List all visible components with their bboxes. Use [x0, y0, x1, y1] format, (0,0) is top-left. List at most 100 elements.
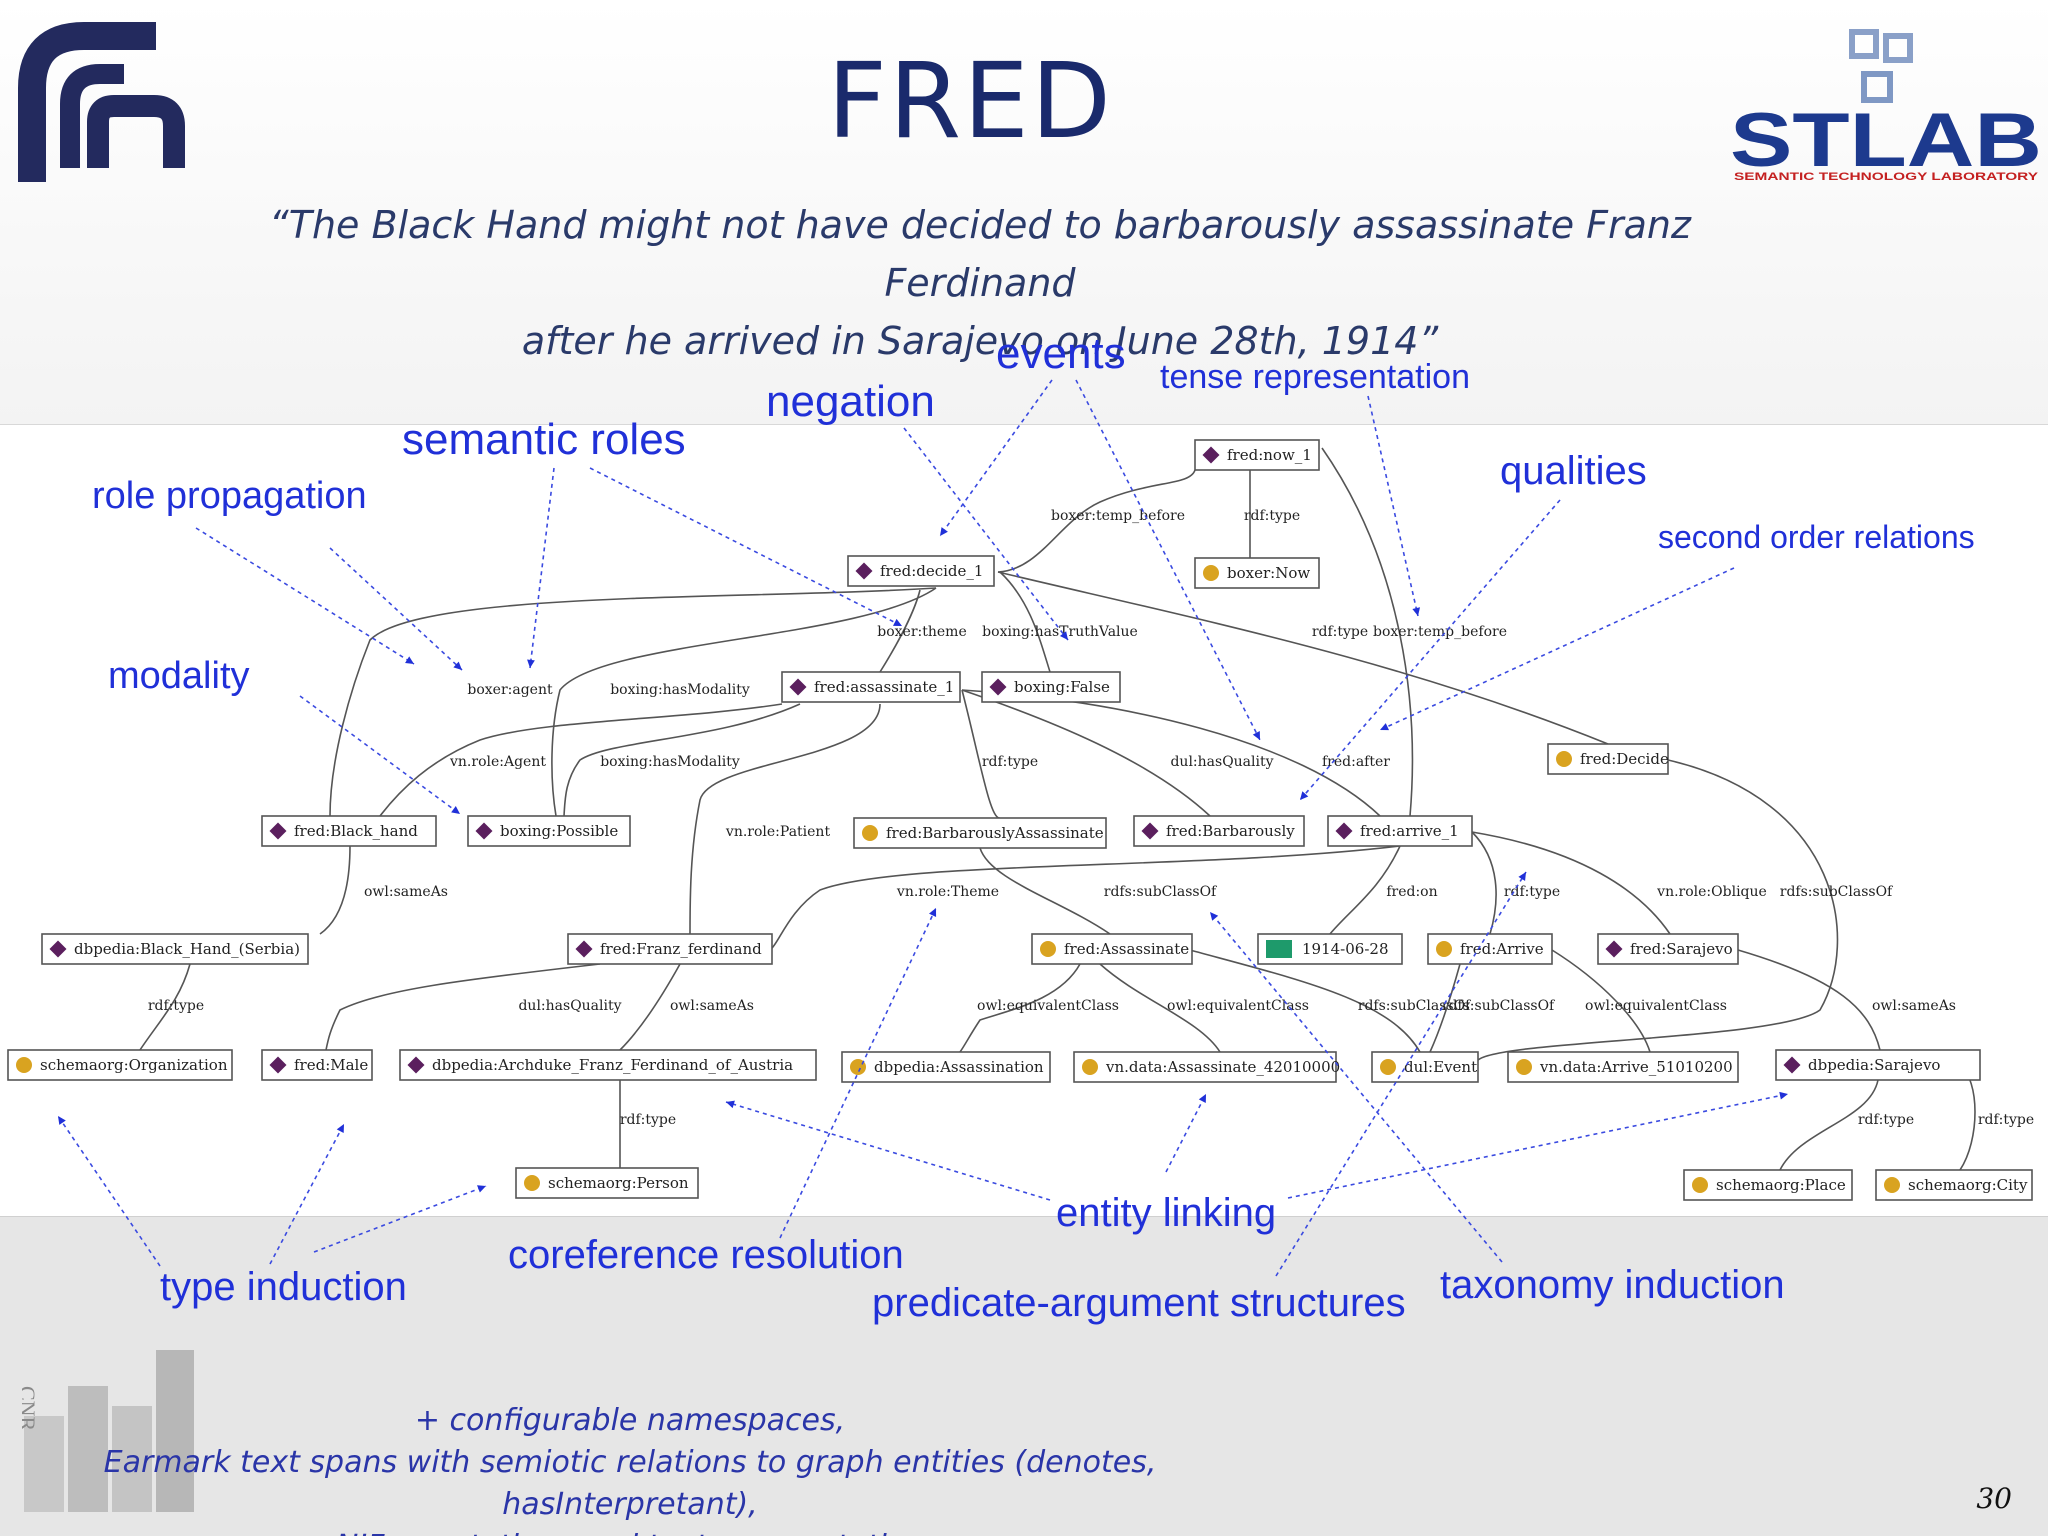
edge-label-e19: rdf:type — [1504, 884, 1560, 900]
node-label: boxing:Possible — [500, 822, 618, 840]
node-label: dbpedia:Assassination — [874, 1058, 1044, 1076]
node-label: fred:Male — [294, 1056, 368, 1074]
node-male: fred:Male — [261, 1049, 373, 1081]
node-place: schemaorg:Place — [1683, 1169, 1853, 1201]
individual-marker-icon — [49, 940, 67, 958]
node-label: schemaorg:City — [1908, 1176, 2028, 1194]
graph-edge-e5: rdf:type — [997, 571, 1609, 745]
node-label: dbpedia:Archduke_Franz_Ferdinand_of_Aust… — [432, 1056, 793, 1074]
footer-line-3: NIF annotations and text segmentation — [0, 1526, 1260, 1536]
edge-label-e11: vn.role:Patient — [725, 824, 831, 840]
edge-label-e17: rdfs:subClassOf — [1104, 884, 1218, 900]
edge-label-e7: boxer:agent — [467, 682, 553, 698]
class-marker-icon — [1203, 565, 1219, 581]
annotation-label: type induction — [160, 1265, 407, 1309]
graph-edge-e15: owl:sameAs — [319, 845, 448, 935]
graph-edge-e22: rdf:type — [139, 963, 204, 1051]
graph-edge-e7: boxer:agent — [329, 587, 937, 817]
node-label: fred:Assassinate — [1064, 940, 1189, 958]
arrowhead-icon — [1779, 1091, 1788, 1100]
class-marker-icon — [1082, 1059, 1098, 1075]
edge-label-e26: owl:equivalentClass — [1167, 998, 1309, 1014]
annotation-a11: type induction — [57, 1115, 487, 1309]
node-date: 1914-06-28 — [1257, 933, 1403, 965]
edge-label-e8: boxing:hasModality — [610, 682, 750, 698]
graph-edge-e26: owl:equivalentClass — [1099, 963, 1309, 1053]
node-person: schemaorg:Person — [515, 1167, 699, 1199]
graph-edge-e4: boxing:hasTruthValue — [982, 571, 1138, 673]
individual-marker-icon — [789, 678, 807, 696]
arrowhead-icon — [893, 618, 902, 626]
arrowhead-icon — [1059, 631, 1068, 640]
edge-label-e20: vn.role:Oblique — [1656, 884, 1767, 900]
footer-line-2: Earmark text spans with semiotic relatio… — [103, 1445, 1157, 1522]
node-fredAssassinate: fred:Assassinate — [1031, 933, 1193, 965]
individual-marker-icon — [475, 822, 493, 840]
arrowhead-icon — [1210, 912, 1219, 921]
node-dulEvent: dul:Event — [1371, 1051, 1479, 1083]
node-label: dbpedia:Sarajevo — [1808, 1056, 1940, 1074]
literal-marker-icon — [1266, 940, 1292, 958]
node-label: fred:now_1 — [1227, 446, 1312, 464]
node-label: fred:assassinate_1 — [814, 678, 954, 696]
annotation-label: events — [996, 329, 1126, 378]
arrowhead-icon — [726, 1100, 735, 1109]
edge-label-e10: boxing:hasModality — [600, 754, 740, 770]
graph-edge-e18: fred:on — [1329, 845, 1438, 935]
footer-notes: + configurable namespaces, Earmark text … — [0, 1400, 1260, 1536]
node-label: schemaorg:Organization — [40, 1056, 228, 1074]
annotation-a7: second order relations — [1379, 519, 1975, 731]
class-marker-icon — [1436, 941, 1452, 957]
annotation-a10: coreference resolution — [508, 907, 937, 1277]
arrowhead-icon — [451, 806, 460, 814]
graph-edge-e20: vn.role:Oblique — [1471, 831, 1767, 935]
annotation-a1: events — [939, 329, 1261, 741]
annotation-a2: tense representation — [1160, 358, 1470, 617]
edge-label-e13: dul:hasQuality — [1170, 754, 1273, 770]
arrowhead-icon — [1300, 791, 1309, 800]
node-possible: boxing:Possible — [467, 815, 631, 847]
annotation-label: entity linking — [1056, 1191, 1276, 1235]
node-blackHand: fred:Black_hand — [261, 815, 437, 847]
edge-label-e32: rdf:type — [1858, 1112, 1914, 1128]
class-marker-icon — [1040, 941, 1056, 957]
node-label: fred:Black_hand — [294, 822, 418, 840]
node-dbpSarajevo: dbpedia:Sarajevo — [1775, 1049, 1981, 1081]
graph-edge-e3: boxer:theme — [877, 589, 967, 673]
edge-label-e2: rdf:type — [1244, 508, 1300, 524]
edge-label-e1: boxer:temp_before — [1051, 508, 1185, 524]
graph-edge-e23: dul:hasQuality — [325, 963, 622, 1051]
node-barbAssassinate: fred:BarbarouslyAssassinate — [853, 817, 1107, 849]
graph-edge-e9: vn.role:Agent — [379, 703, 783, 817]
node-boxingFalse: boxing:False — [981, 671, 1121, 703]
node-label: fred:arrive_1 — [1360, 822, 1459, 840]
annotation-label: coreference resolution — [508, 1233, 904, 1277]
edge-label-e15: owl:sameAs — [364, 884, 448, 900]
annotation-a4: semantic roles — [402, 415, 903, 669]
annotation-label: qualities — [1500, 449, 1647, 493]
edge-label-e16: vn.role:Theme — [896, 884, 999, 900]
graph-edge-e28: rdfs:subClassOf — [1429, 963, 1556, 1053]
edge-label-e24: owl:sameAs — [670, 998, 754, 1014]
arrowhead-icon — [1412, 607, 1421, 616]
edge-label-e4: boxing:hasTruthValue — [982, 624, 1138, 640]
graph-edge-e16: vn.role:Theme — [771, 845, 1401, 949]
arrowhead-icon — [477, 1185, 486, 1193]
annotation-label: role propagation — [92, 475, 367, 517]
node-barbarously: fred:Barbarously — [1133, 815, 1305, 847]
graph-edge-e30: owl:sameAs — [1737, 949, 1956, 1051]
edge-label-e23: dul:hasQuality — [518, 998, 621, 1014]
annotation-a9: entity linking — [725, 1091, 1789, 1235]
edge-label-e21: rdfs:subClassOf — [1780, 884, 1894, 900]
graph-edge-e33: rdf:type — [1959, 1065, 2034, 1171]
istc-logo: CNR — [22, 1350, 194, 1512]
class-marker-icon — [1556, 751, 1572, 767]
annotation-label: second order relations — [1658, 519, 1975, 555]
individual-marker-icon — [855, 562, 873, 580]
istc-logo-text: CNR — [22, 1386, 40, 1432]
edge-label-e29: owl:equivalentClass — [1585, 998, 1727, 1014]
edge-label-e9: vn.role:Agent — [449, 754, 546, 770]
node-label: fred:Sarajevo — [1630, 940, 1733, 958]
node-vnArrive: vn.data:Arrive_51010200 — [1507, 1051, 1739, 1083]
